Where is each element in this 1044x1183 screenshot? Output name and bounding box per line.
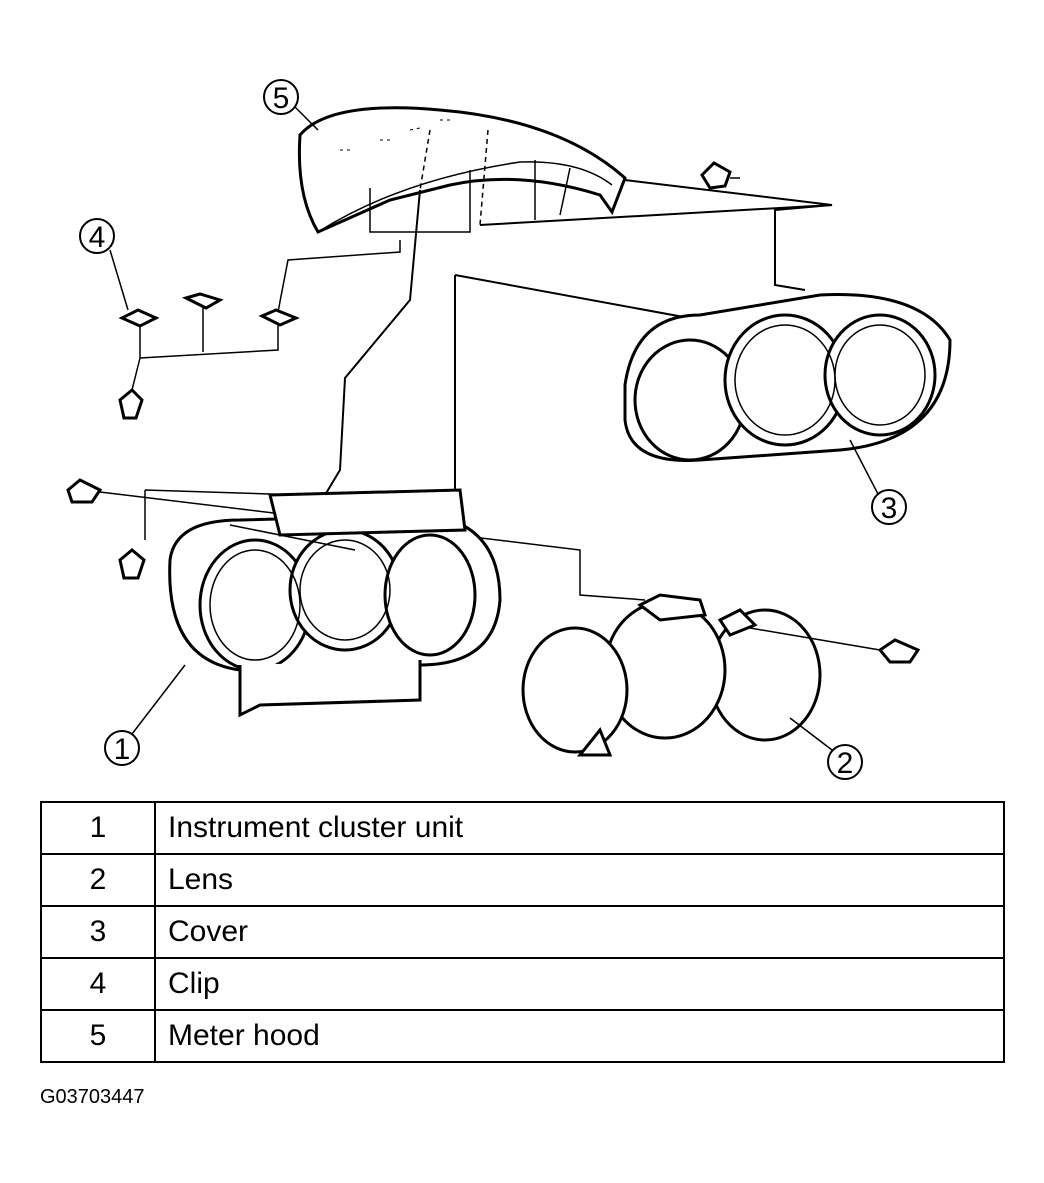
part-description: Clip <box>154 957 1005 1011</box>
instrument-cluster-unit <box>168 488 502 718</box>
screw-icon <box>66 478 103 504</box>
part-description: Instrument cluster unit <box>154 801 1005 855</box>
table-row: 5 Meter hood <box>40 1009 1005 1063</box>
screw-icon <box>700 161 740 190</box>
callout-2-label: 2 <box>837 747 854 780</box>
screw-icon <box>877 638 921 664</box>
screw-icon <box>118 548 146 580</box>
table-row: 4 Clip <box>40 957 1005 1011</box>
callout-4: 4 <box>79 218 129 311</box>
cover <box>623 293 952 462</box>
meter-hood <box>297 106 627 234</box>
part-number: 3 <box>40 905 156 959</box>
lens <box>521 593 822 757</box>
callout-3: 3 <box>849 439 907 525</box>
parts-legend-table: 1 Instrument cluster unit 2 Lens 3 Cover… <box>40 801 1005 1063</box>
callout-3-label: 3 <box>881 492 898 525</box>
part-number: 2 <box>40 853 156 907</box>
table-row: 3 Cover <box>40 905 1005 959</box>
part-number: 4 <box>40 957 156 1011</box>
callout-5: 5 <box>263 79 319 131</box>
exploded-view-diagram: 5 4 3 <box>66 79 952 780</box>
callout-5-label: 5 <box>273 82 290 115</box>
part-description: Lens <box>154 853 1005 907</box>
callout-1: 1 <box>104 664 186 766</box>
part-description: Meter hood <box>154 1009 1005 1063</box>
part-number: 5 <box>40 1009 156 1063</box>
table-row: 2 Lens <box>40 853 1005 907</box>
screw-icon <box>118 387 144 420</box>
part-description: Cover <box>154 905 1005 959</box>
callout-4-label: 4 <box>89 221 106 254</box>
part-number: 1 <box>40 801 156 855</box>
callout-1-label: 1 <box>114 733 131 766</box>
figure-code: G03703447 <box>40 1086 145 1108</box>
callout-2: 2 <box>789 717 863 780</box>
table-row: 1 Instrument cluster unit <box>40 801 1005 855</box>
clip-group <box>118 240 401 359</box>
